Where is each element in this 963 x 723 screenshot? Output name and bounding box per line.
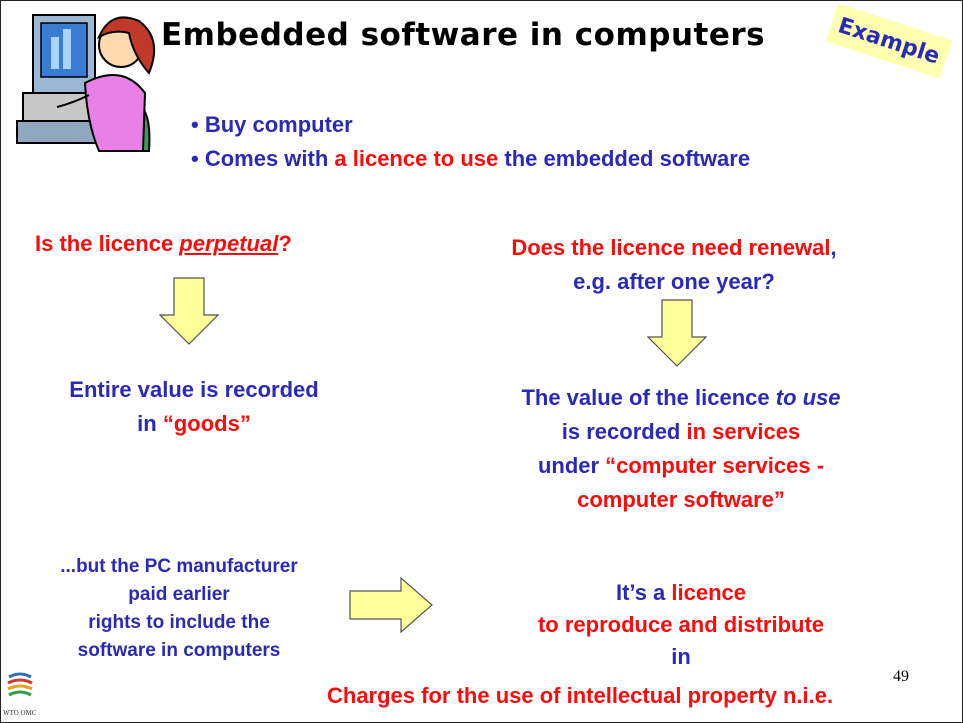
left-question-suffix: ? [278,231,292,256]
right-answer-l1-prefix: The value of the licence [521,385,776,410]
left-answer: Entire value is recorded in “goods” [29,373,359,441]
right-answer: The value of the licence to use is recor… [471,381,891,517]
right-answer-l3-red: “computer services - [605,453,825,478]
right-question: Does the licence need renewal, e.g. afte… [459,231,889,299]
right-answer-l2-red: in services [686,419,801,444]
arrow-down-icon [159,277,219,345]
left-note: ...but the PC manufacturer paid earlier … [9,553,349,665]
left-note-line: rights to include the [88,612,270,633]
left-question-emphasis: perpetual [179,231,279,256]
bullet-text: • Buy computer [191,112,353,137]
right-note-l3: in [671,644,691,669]
left-note-line: paid earlier [128,584,230,605]
wto-logo [7,672,33,697]
wto-logo-label: WTO OMC [3,709,37,717]
left-question-prefix: Is the licence [35,231,180,256]
example-badge-label: Example [835,12,943,70]
bullet-list: • Buy computer • Comes with a licence to… [191,108,750,176]
arrow-right-icon [349,577,433,633]
right-question-line1: Does the licence need renewal [511,235,831,260]
right-note-l2: to reproduce and distribute [537,612,825,637]
left-question: Is the licence perpetual? [35,231,292,257]
bullet-item: • Buy computer [191,108,750,142]
right-question-comma: , [830,235,837,260]
arrow-down-icon [647,299,707,367]
right-note-l1-red: licence [671,580,747,605]
right-note: It’s a licence to reproduce and distribu… [441,577,921,673]
right-answer-l4: computer software” [577,487,785,512]
left-note-line: software in computers [77,640,281,661]
right-answer-l1-emph: to use [775,385,841,410]
bullet-text: the embedded software [498,146,751,171]
bullet-highlight: a licence to use [334,146,499,171]
bullet-text: • Comes with [191,146,335,171]
left-answer-prefix: in [137,411,163,436]
slide-title: Embedded software in computers [161,17,766,53]
page-number: 49 [893,668,909,685]
left-answer-goods: “goods” [162,411,251,436]
bullet-item: • Comes with a licence to use the embedd… [191,142,750,176]
woman-at-computer-clipart [16,14,156,152]
left-answer-line1: Entire value is recorded [69,377,319,402]
left-note-line: ...but the PC manufacturer [60,556,298,577]
right-answer-l3-prefix: under [537,453,606,478]
example-badge: Example [825,3,953,79]
right-note-l1-prefix: It’s a [615,580,672,605]
charges-line: Charges for the use of intellectual prop… [327,683,834,708]
right-question-line2: e.g. after one year? [573,269,775,294]
right-answer-l2-prefix: is recorded [561,419,687,444]
